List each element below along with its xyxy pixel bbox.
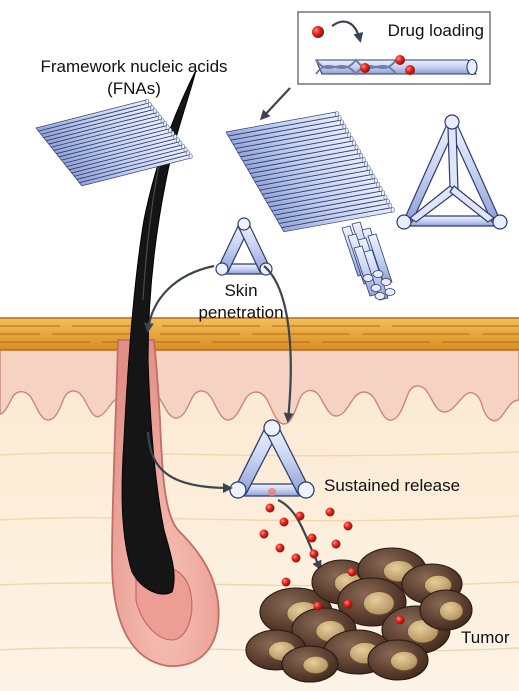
tube-end — [336, 111, 339, 116]
drug-loading-label: Drug loading — [388, 21, 484, 40]
tube-end — [362, 157, 365, 162]
stratum-corneum — [0, 318, 519, 350]
drug-droplet — [260, 530, 269, 539]
drug-in-tumor — [344, 600, 353, 609]
bundle-tube-end — [381, 279, 391, 286]
skin-penetration-label-2: penetration — [198, 303, 283, 322]
fna-sheet-left — [36, 99, 192, 186]
tumor-label: Tumor — [461, 628, 510, 647]
tube-end — [365, 161, 368, 166]
tube-end — [348, 132, 351, 137]
drug-in-tumor — [314, 602, 323, 611]
tube-end — [343, 124, 346, 129]
drug-in-tumor — [348, 568, 357, 577]
sustained-release-label: Sustained release — [324, 476, 460, 495]
bundle-tube-end — [375, 293, 385, 300]
tumor-cell — [368, 640, 428, 680]
fna-sheet-center — [226, 111, 394, 231]
tube-end — [381, 191, 384, 196]
drug-droplet — [276, 544, 285, 553]
drug-droplet — [292, 554, 301, 563]
tube-end — [352, 141, 355, 146]
skin-penetration-label: Skin — [224, 281, 257, 300]
loaded-drug — [360, 63, 370, 73]
tube-end — [377, 182, 380, 187]
tube-end — [340, 120, 343, 125]
fna-tetrahedron — [397, 115, 507, 229]
bundle-tube-end — [363, 275, 373, 282]
fna-bundle — [342, 222, 395, 300]
drug-droplet — [344, 522, 353, 531]
drug-droplet — [266, 504, 275, 513]
loaded-drug — [395, 55, 405, 65]
tube-end — [350, 136, 353, 141]
tube-end — [338, 116, 341, 121]
arrow-to-sheet — [262, 88, 290, 118]
drug-in-tumor — [396, 616, 405, 625]
drug-droplet — [280, 518, 289, 527]
bundle-tube-end — [385, 289, 395, 296]
tube-end — [189, 154, 192, 159]
drug-molecule-icon — [312, 26, 324, 38]
tube-end — [379, 186, 382, 191]
tube-end — [386, 199, 389, 204]
tube-end — [345, 128, 348, 133]
fna-title: Framework nucleic acids — [40, 57, 227, 76]
tube-end — [355, 145, 358, 150]
tube-end — [357, 149, 360, 154]
drug-droplet — [332, 540, 341, 549]
drug-droplet — [326, 508, 335, 517]
tumor-cell — [420, 590, 472, 630]
tube-end — [389, 203, 392, 208]
fna-small-tetrahedron-upper — [216, 218, 272, 275]
tube-end — [391, 207, 394, 212]
bundle-tube-end — [373, 271, 383, 278]
drug-droplet — [296, 512, 305, 521]
fna-title-abbrev: (FNAs) — [107, 79, 161, 98]
drug-droplet — [310, 550, 319, 559]
tube-end — [369, 170, 372, 175]
tube-end — [384, 195, 387, 200]
bundle-tube-end — [371, 285, 381, 292]
tube-end — [367, 166, 370, 171]
drug-droplet — [282, 578, 291, 587]
loaded-drug — [405, 65, 415, 75]
tube-end — [372, 174, 375, 179]
tube-end — [360, 153, 363, 158]
drug-droplet — [308, 534, 317, 543]
tumor-cell — [282, 646, 338, 682]
tube-end — [374, 178, 377, 183]
